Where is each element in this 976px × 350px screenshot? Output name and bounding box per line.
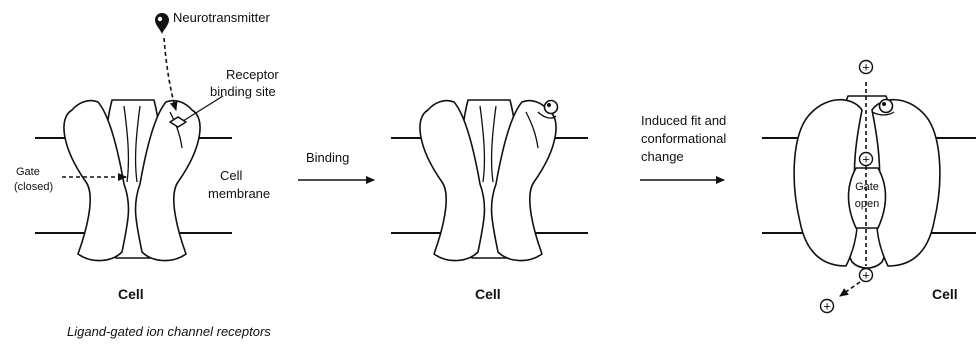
- receptor-label-line1: Receptor: [226, 67, 279, 82]
- cell-label-1: Cell: [118, 286, 144, 302]
- neurotransmitter-arrow: [164, 38, 176, 110]
- ion-exit-arrow: [840, 282, 860, 296]
- ion-icon: +: [821, 299, 834, 314]
- bound-neurotransmitter-icon: [545, 101, 558, 114]
- neurotransmitter-label: Neurotransmitter: [173, 10, 270, 25]
- gate-closed-label-line1: Gate: [16, 166, 40, 178]
- figure-caption: Ligand-gated ion channel receptors: [67, 324, 271, 339]
- cell-label-3: Cell: [932, 286, 958, 302]
- panel-bound: Cell: [391, 100, 588, 302]
- membrane-label-line2: membrane: [208, 186, 270, 201]
- gate-open-label-line2: open: [855, 198, 879, 210]
- ion-sign: +: [862, 60, 870, 75]
- induced-label-line1: Induced fit and: [641, 113, 726, 128]
- receptor-label-line2: binding site: [210, 84, 276, 99]
- binding-step: Binding: [298, 150, 374, 180]
- membrane-label-line1: Cell: [220, 168, 243, 183]
- neurotransmitter-icon: [155, 13, 169, 34]
- cell-label-2: Cell: [475, 286, 501, 302]
- channel-protein-closed: [64, 100, 200, 261]
- ion-sign: +: [862, 268, 870, 283]
- ion-sign: +: [862, 152, 870, 167]
- channel-protein-bound: [420, 100, 556, 261]
- panel-closed: Neurotransmitter Receptor binding site G…: [14, 10, 279, 302]
- binding-label: Binding: [306, 150, 349, 165]
- induced-fit-step: Induced fit and conformational change: [640, 113, 726, 180]
- bound-neurotransmitter-icon: [880, 100, 893, 113]
- ion-icon: +: [860, 60, 873, 75]
- ion-icon: +: [860, 152, 873, 167]
- induced-label-line2: conformational: [641, 131, 726, 146]
- gate-open-label-line1: Gate: [855, 181, 879, 193]
- induced-label-line3: change: [641, 149, 684, 164]
- ion-sign: +: [823, 299, 831, 314]
- panel-open: + + + + Gate open Cell: [762, 60, 976, 314]
- ion-icon: +: [860, 268, 873, 283]
- gate-closed-label-line2: (closed): [14, 181, 53, 193]
